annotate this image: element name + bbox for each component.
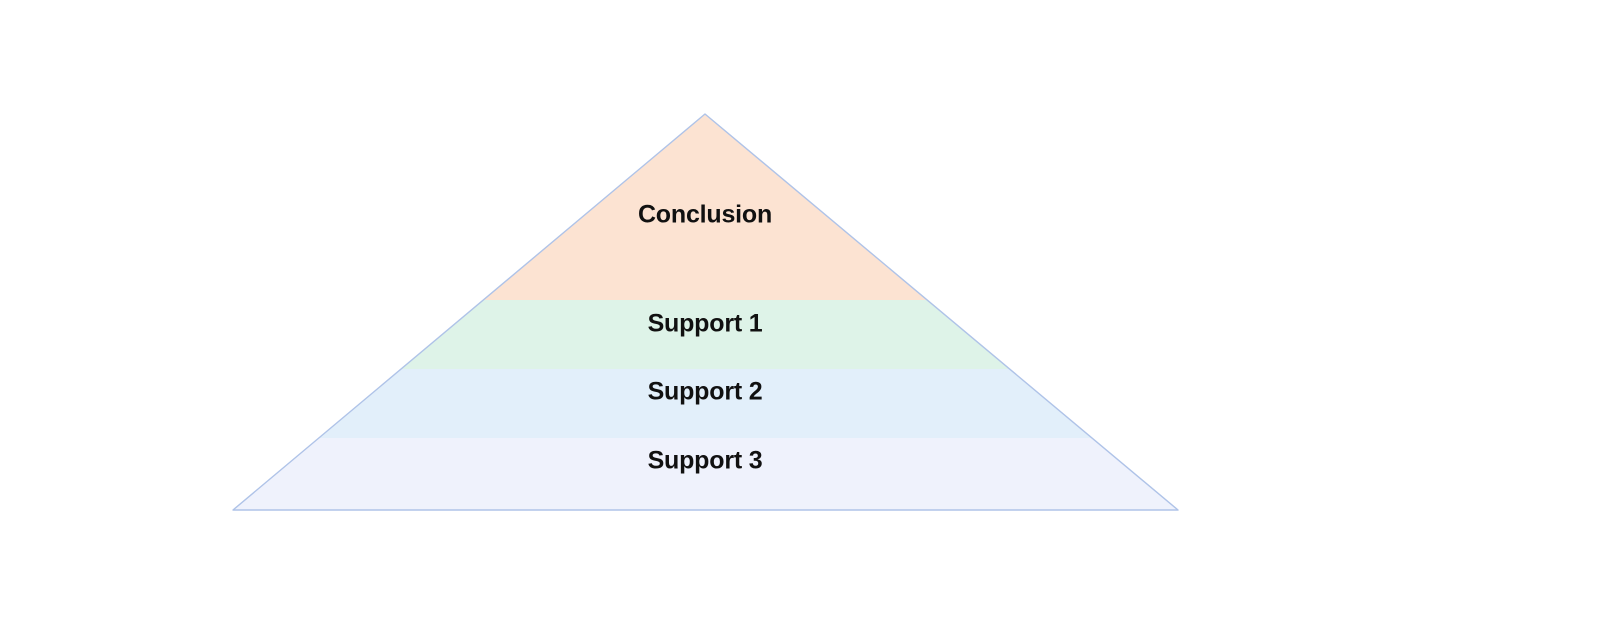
pyramid-outline [232, 113, 1179, 511]
pyramid-tier-1[interactable] [483, 114, 927, 300]
tier-label-support-2[interactable]: Support 2 [647, 377, 763, 406]
pyramid-tier-4[interactable] [232, 438, 1178, 510]
tier-label-support-1[interactable]: Support 1 [647, 309, 763, 338]
pyramid-tier-3[interactable] [318, 369, 1092, 438]
tier-label-support-3[interactable]: Support 3 [647, 446, 763, 475]
pyramid-tier-shapes [232, 114, 1178, 510]
pyramid-tier-2[interactable] [400, 300, 1010, 369]
tier-label-conclusion[interactable]: Conclusion [637, 200, 773, 229]
